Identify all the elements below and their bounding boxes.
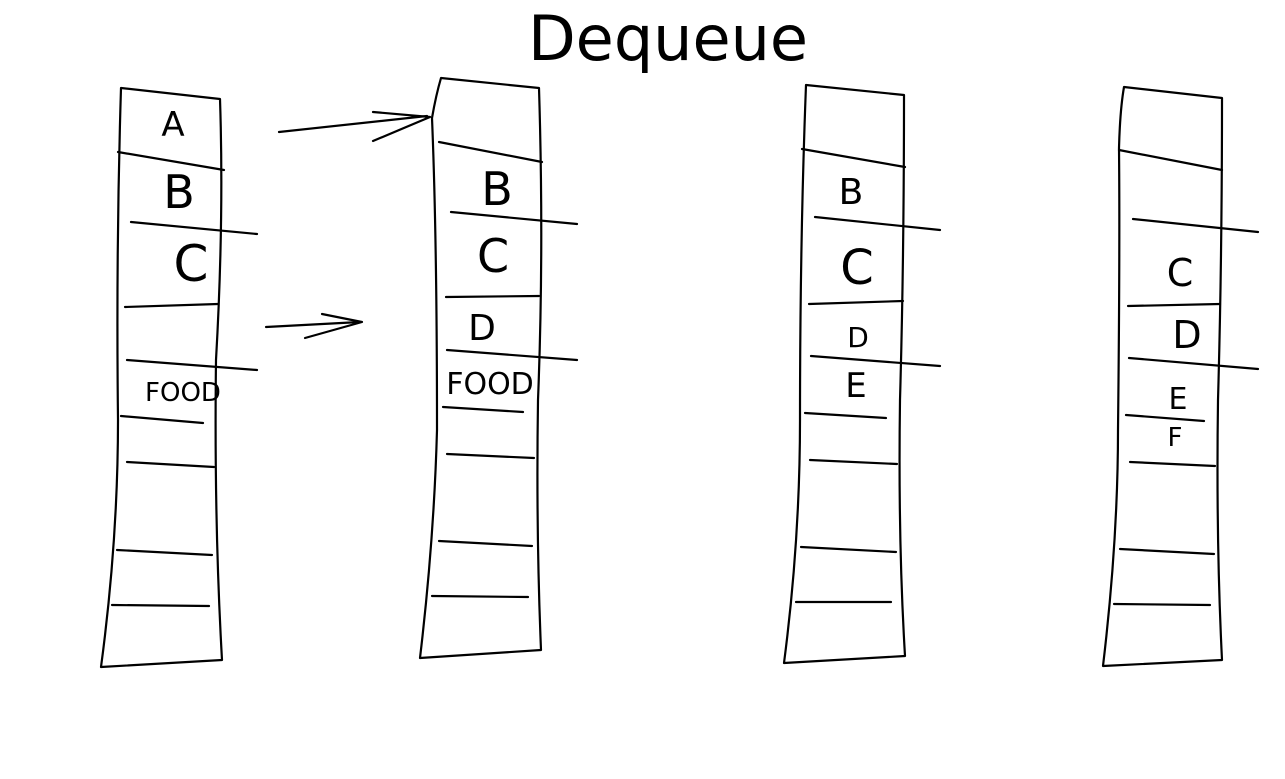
- stack-3-outline: [782, 83, 907, 665]
- stack-4-cell-F: F: [1168, 423, 1183, 453]
- stack-2-divider: [445, 348, 579, 362]
- stack-1-divider: [125, 460, 216, 469]
- stack-1-outline: [99, 86, 224, 669]
- stack-4-cell-C: C: [1167, 251, 1194, 295]
- stack-3-cell-B: B: [839, 172, 864, 213]
- stack-3-divider: [800, 147, 907, 169]
- stack-1-divider: [119, 414, 205, 425]
- stack-1: A B C FOOD: [99, 86, 259, 669]
- stack-4-cell-D: D: [1172, 313, 1201, 357]
- stack-2-outline: [418, 76, 543, 660]
- stack-4-divider: [1112, 602, 1212, 607]
- stack-1-divider: [125, 358, 259, 372]
- stack-3-cell-E: E: [845, 366, 866, 406]
- stack-1-divider: [123, 302, 220, 309]
- stack-3-divider: [807, 299, 905, 306]
- stack-2-divider: [449, 210, 579, 226]
- stack-3-divider: [813, 215, 942, 232]
- stack-4-divider: [1126, 302, 1222, 308]
- stack-1-cell-A: A: [161, 105, 184, 145]
- stack-4-cell-E: E: [1169, 382, 1188, 417]
- arrow-2-head: [303, 312, 364, 340]
- arrow-2: [264, 312, 364, 340]
- stack-2-cell-C: C: [477, 229, 509, 283]
- stack-1-divider: [116, 150, 226, 172]
- stack-4-divider: [1127, 356, 1260, 371]
- stack-2: B C D FOOD: [418, 76, 579, 660]
- stack-1-cell-B: B: [163, 165, 195, 219]
- arrow-2-shaft: [264, 320, 362, 329]
- arrow-1-head: [371, 110, 432, 143]
- stack-1-divider: [110, 603, 211, 608]
- stack-2-divider: [441, 405, 525, 414]
- arrow-1-shaft: [277, 114, 429, 134]
- diagram-title: Dequeue: [528, 2, 808, 75]
- arrow-1: [277, 110, 432, 143]
- stack-1-cell-C: C: [174, 235, 209, 293]
- stack-3-divider: [808, 458, 899, 466]
- stack-3-divider: [799, 545, 898, 554]
- stack-4-divider: [1124, 413, 1206, 423]
- stack-2-divider: [437, 140, 544, 164]
- stack-1-divider: [129, 220, 259, 236]
- stack-2-divider: [437, 539, 534, 548]
- stack-4-divider: [1131, 217, 1260, 234]
- stack-2-divider: [445, 452, 536, 460]
- stack-1-divider: [115, 548, 214, 557]
- stack-3-cell-C: C: [840, 240, 874, 296]
- stack-3-cell-D: D: [847, 321, 869, 354]
- stack-2-divider: [430, 594, 530, 599]
- stack-4-divider: [1117, 148, 1224, 172]
- stack-2-cell-B: B: [481, 162, 513, 216]
- stack-4-divider: [1128, 460, 1217, 468]
- stack-4: C D E F: [1101, 85, 1260, 668]
- stack-1-cell-food: FOOD: [145, 378, 221, 408]
- stack-4-divider: [1118, 547, 1216, 556]
- stack-2-cell-food: FOOD: [446, 367, 534, 402]
- stack-3: B C D E: [782, 83, 942, 665]
- stack-2-cell-D: D: [468, 308, 496, 349]
- stack-3-divider: [809, 354, 942, 368]
- stack-4-outline: [1101, 85, 1224, 668]
- stack-3-divider: [803, 411, 888, 420]
- stack-2-divider: [444, 294, 541, 299]
